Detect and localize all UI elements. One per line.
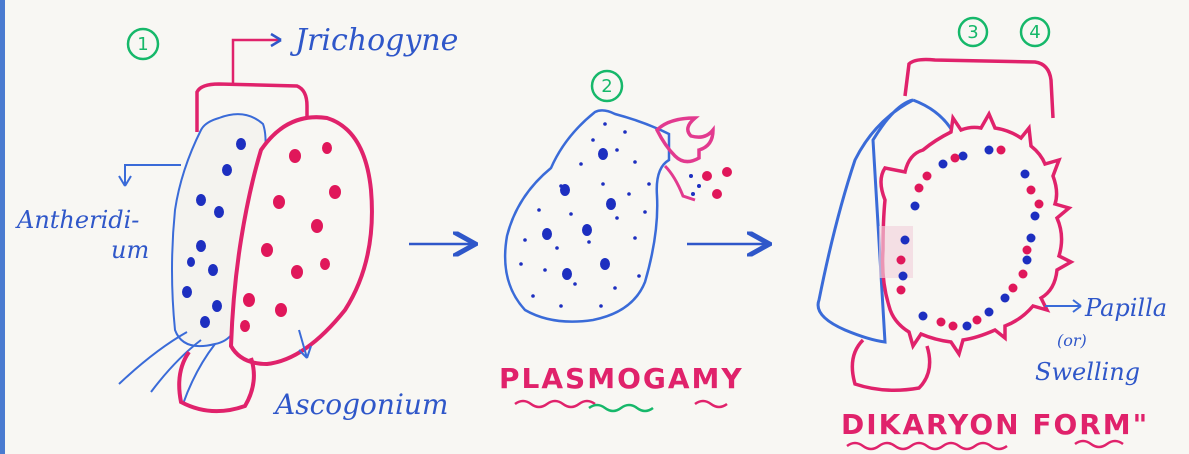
plasmogamy-underline-red-2 — [695, 401, 727, 407]
plasmogamy-underline-green — [589, 405, 653, 411]
or-label: (or) — [1057, 331, 1087, 350]
dikaryon-label: DIKARYON FORM" — [841, 408, 1149, 441]
hypha-thread-1 — [119, 332, 187, 384]
form-underline — [1075, 441, 1123, 447]
stage-3-number: 3 — [967, 22, 978, 43]
fragment-red-nuclei — [702, 167, 732, 199]
stage-2: 2 — [499, 71, 744, 411]
antheridium-label-line1: Antheridi- — [15, 206, 139, 234]
stage-2-number: 2 — [601, 76, 612, 97]
trichogyne-label: Jrichogyne — [289, 23, 458, 58]
dikaryon-underline — [847, 443, 1007, 449]
plasmogamy-cell — [505, 110, 669, 321]
ascogonium-label: Ascogonium — [272, 388, 448, 421]
plasmogamy-underline-red — [515, 401, 595, 407]
fragment-blue-dots — [689, 174, 701, 196]
stage-3-4: 3 4 — [818, 18, 1167, 449]
hypha-thread-2 — [151, 340, 201, 392]
stage3-base — [852, 340, 929, 390]
stage-1-number: 1 — [137, 34, 148, 55]
stage3-trichogyne — [905, 60, 1053, 119]
papilla-label: Papilla — [1084, 294, 1167, 322]
plasmogamy-label: PLASMOGAMY — [499, 362, 744, 395]
fusion-region — [879, 226, 913, 278]
fungal-reproduction-diagram: 1 Jrichogyne Antheridi- um Ascogonium — [5, 0, 1189, 454]
antheridium-label-line2: um — [111, 236, 149, 264]
stage-1: 1 Jrichogyne Antheridi- um Ascogonium — [15, 23, 458, 421]
antheridium-pointer — [125, 165, 181, 186]
trichogyne-pointer — [233, 40, 281, 84]
swelling-label: Swelling — [1035, 358, 1140, 386]
trichogyne-fragment-tail — [665, 166, 695, 200]
ascogonium-base — [179, 352, 254, 411]
stage-4-number: 4 — [1029, 22, 1040, 43]
